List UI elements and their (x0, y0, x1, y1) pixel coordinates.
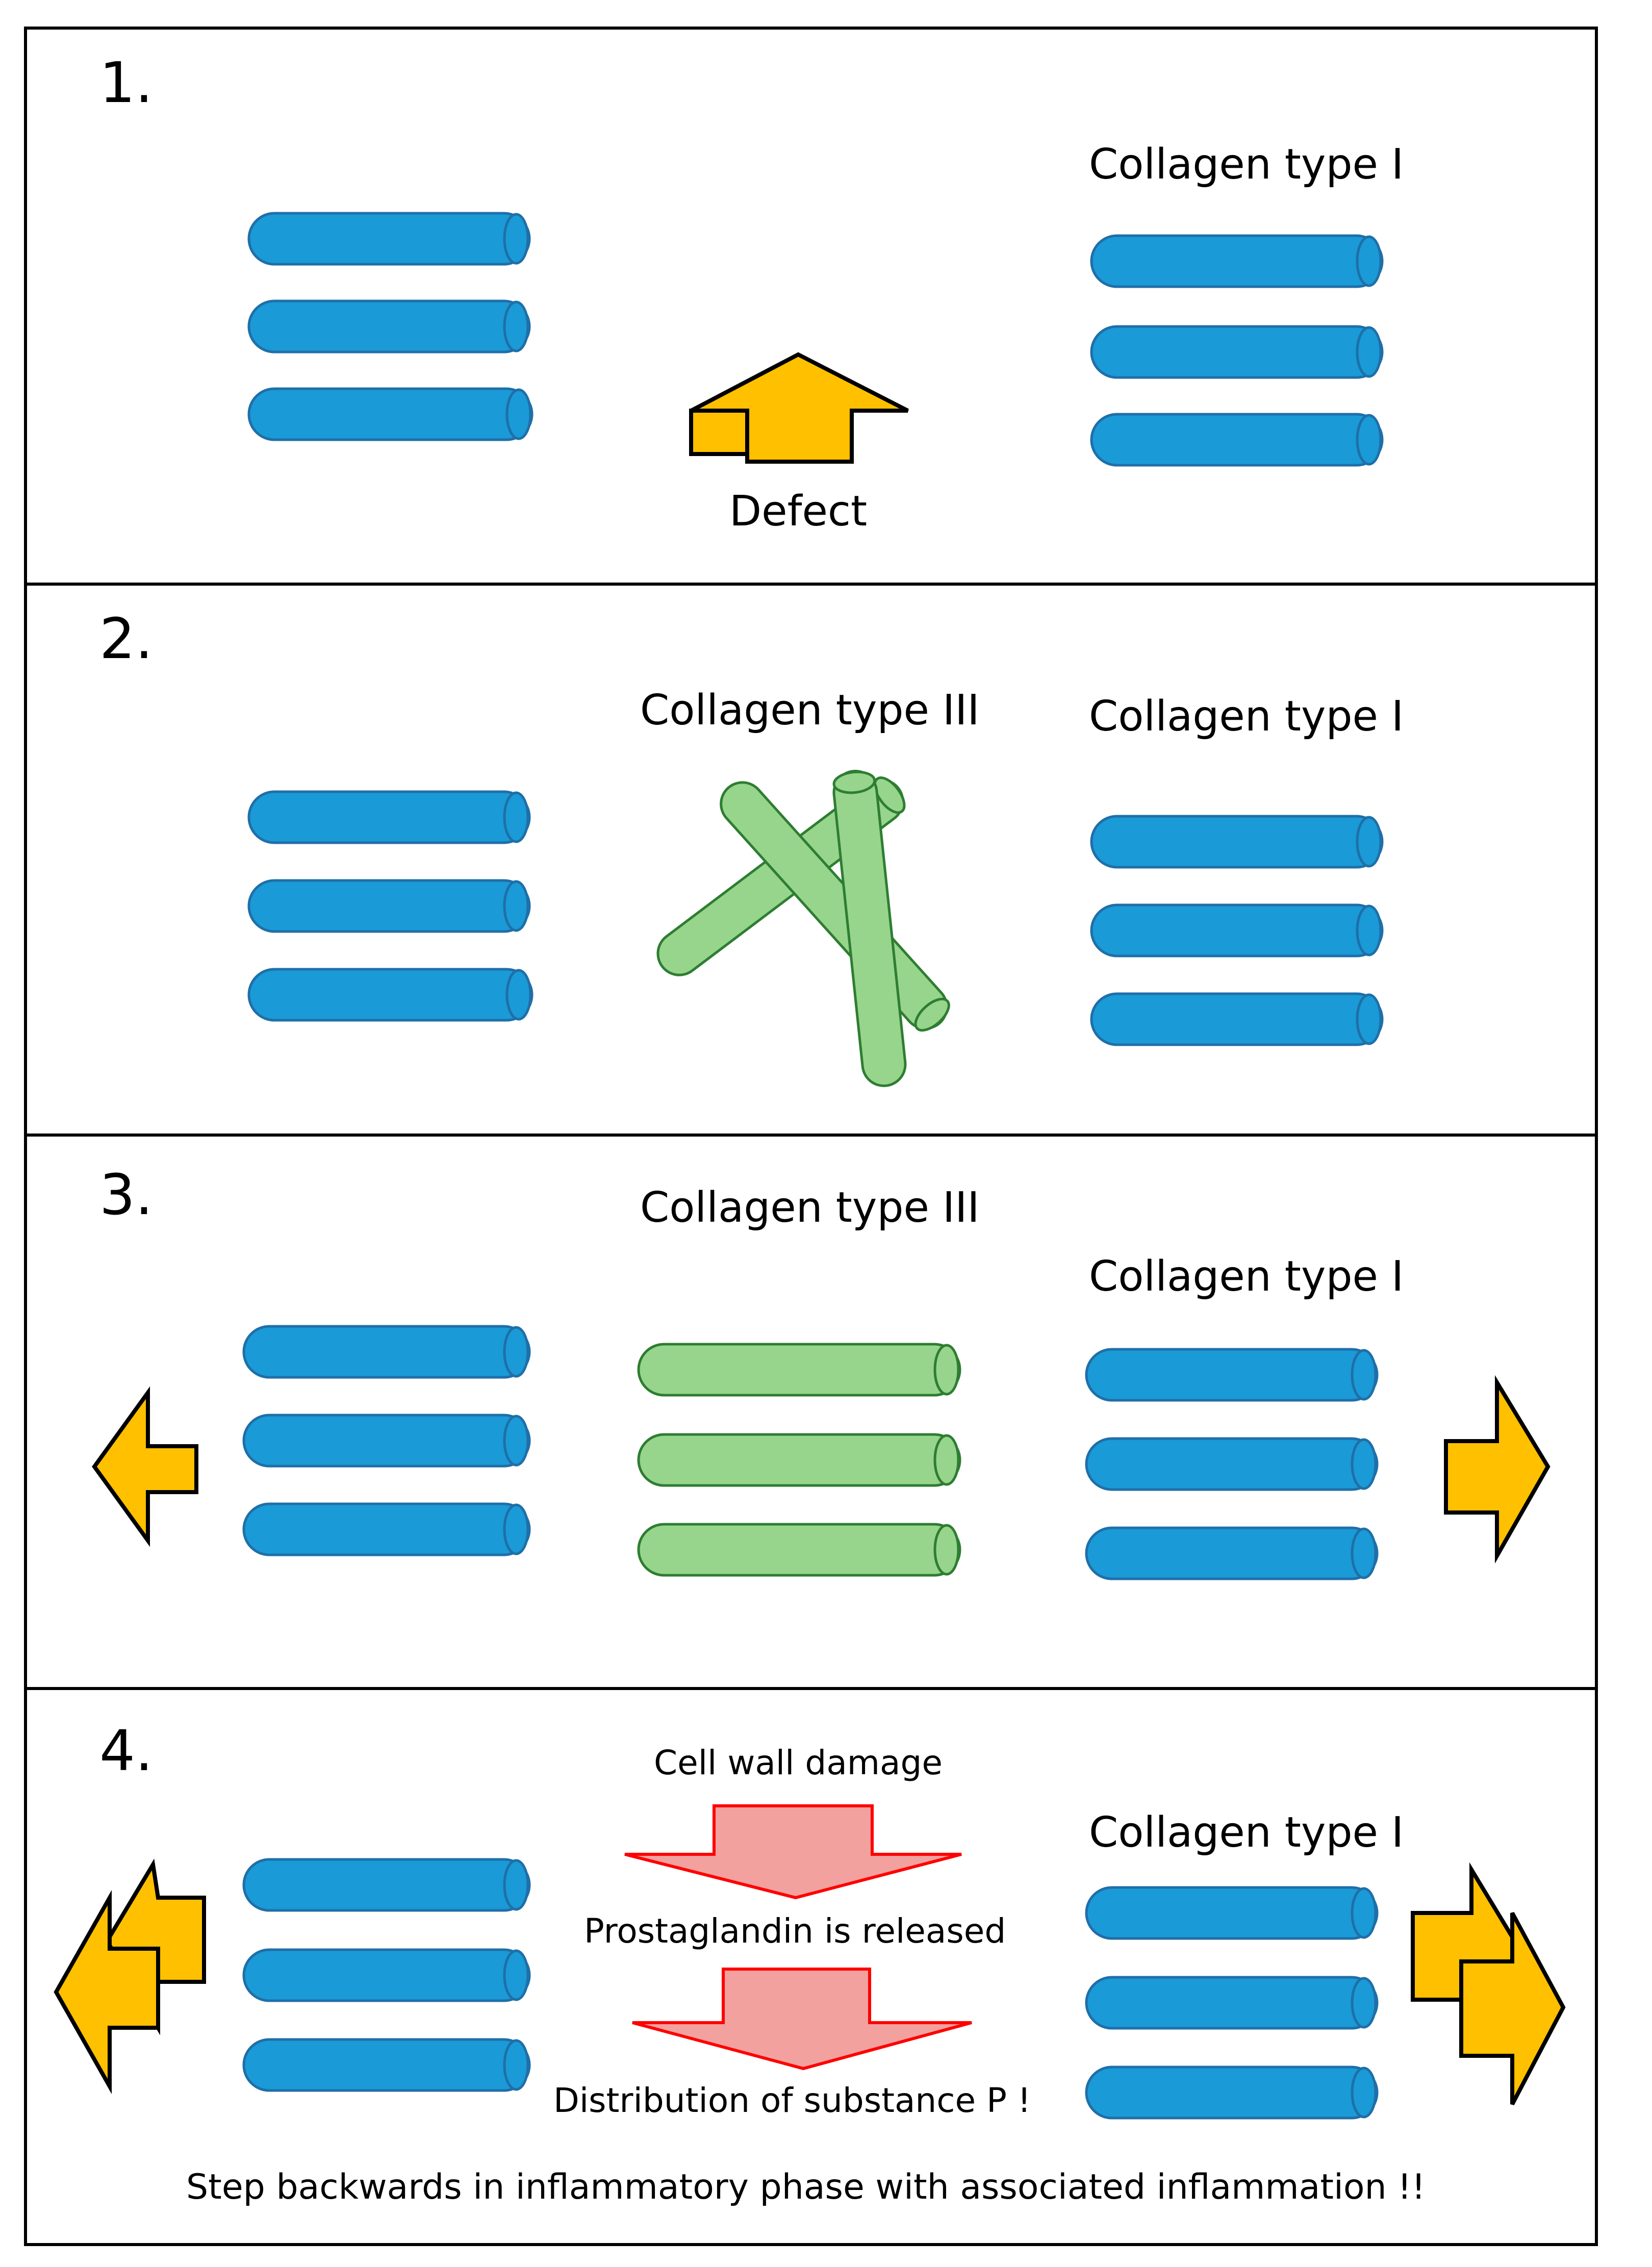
right-force-arrow-icon (1444, 1375, 1551, 1564)
collagen-fiber (242, 1858, 531, 1912)
defect-arrow-icon-shape (690, 352, 909, 464)
collagen-type-i-label: Collagen type I (1089, 692, 1404, 741)
collagen-fiber (242, 1325, 531, 1379)
collagen-fiber (1090, 234, 1384, 288)
collagen-fiber (247, 299, 531, 354)
collagen-iii-fiber (832, 769, 907, 1088)
collagen-fiber (247, 387, 533, 441)
collagen-fiber (247, 790, 531, 844)
collagen-i-group-left (242, 1325, 531, 1556)
collagen-fiber (247, 212, 531, 266)
collagen-type-i-label: Collagen type I (1089, 1252, 1404, 1301)
collagen-fiber (242, 2038, 531, 2092)
collagen-fiber (1090, 992, 1384, 1046)
collagen-iii-tangled-group (656, 769, 950, 1088)
prostaglandin-label: Prostaglandin is released (584, 1911, 1006, 1951)
collagen-fiber (1085, 1348, 1379, 1402)
collagen-fiber (1090, 815, 1384, 869)
collagen-iii-fiber (637, 1523, 961, 1577)
collagen-i-group-left (247, 212, 533, 441)
collagen-fiber (1085, 2066, 1379, 2120)
panel-number: 1. (99, 50, 153, 115)
collagen-fiber (1085, 1526, 1379, 1580)
collagen-type-i-label: Collagen type I (1089, 140, 1404, 189)
collagen-iii-fiber (637, 1343, 961, 1397)
panel-number: 3. (99, 1162, 153, 1227)
collagen-type-iii-label: Collagen type III (640, 1183, 980, 1232)
cascade-arrow-icon (624, 1804, 962, 1900)
panel-3: 3. Collagen type III Collagen type I (92, 1162, 1551, 1580)
collagen-i-group-left (242, 1858, 531, 2092)
left-double-arrow-icon (54, 1890, 160, 2095)
cascade-arrow-icon (632, 1968, 972, 2071)
collagen-fiber (247, 879, 531, 933)
collagen-fiber (1090, 903, 1384, 958)
defect-label: Defect (729, 487, 867, 536)
panel-1: 1. Collagen type I Defect (99, 50, 1404, 536)
left-force-arrow-icon (92, 1386, 198, 1547)
collagen-iii-aligned-group (637, 1343, 961, 1577)
collagen-fiber (247, 968, 533, 1022)
right-double-arrow-icon (1459, 1912, 1566, 2105)
collagen-type-iii-label: Collagen type III (640, 686, 980, 735)
collagen-fiber (1085, 1976, 1379, 2030)
collagen-fiber (242, 1948, 531, 2002)
collagen-i-group-left (247, 790, 533, 1022)
footer-note: Step backwards in inflammatory phase wit… (186, 2167, 1426, 2207)
collagen-fiber (1085, 1437, 1379, 1491)
substance-p-label: Distribution of substance P ! (553, 2081, 1031, 2120)
panel-2: 2. Collagen type III Collagen type I (99, 606, 1404, 1088)
collagen-i-group-right (1090, 815, 1384, 1046)
cell-wall-damage-label: Cell wall damage (654, 1743, 943, 1782)
collagen-fiber (1090, 413, 1384, 467)
collagen-i-group-right (1085, 1886, 1379, 2120)
collagen-fiber (1090, 325, 1384, 379)
collagen-i-group-right (1090, 234, 1384, 467)
collagen-type-i-label: Collagen type I (1089, 1808, 1404, 1857)
panel-number: 4. (99, 1718, 153, 1783)
collagen-fiber (242, 1502, 531, 1556)
panel-number: 2. (99, 606, 153, 671)
collagen-fiber (242, 1414, 531, 1468)
panel-4: 4. Collagen type I Cell wall damage Pros… (54, 1718, 1566, 2207)
collagen-iii-fiber (637, 1433, 961, 1487)
collagen-i-group-right (1085, 1348, 1379, 1580)
collagen-fiber (1085, 1886, 1379, 1940)
